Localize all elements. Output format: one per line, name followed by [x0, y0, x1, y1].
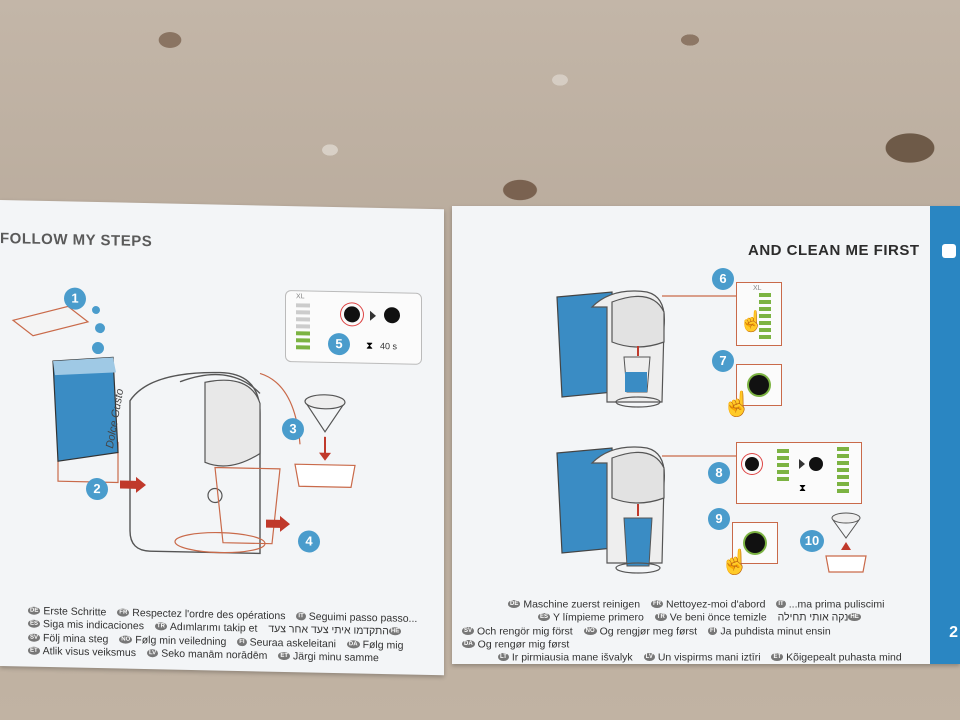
- page-heading: FOLLOW MY STEPS: [0, 230, 153, 251]
- hourglass-icon: ⧗: [799, 483, 807, 494]
- manual-right-page: 2 AND CLEAN ME FIRST 6 XL ☝ 7: [452, 206, 960, 664]
- level-bars-icon: [296, 303, 310, 350]
- page-heading: AND CLEAN ME FIRST: [748, 242, 920, 259]
- strip-tab-icon: [942, 244, 956, 258]
- size-label: XL: [753, 285, 762, 292]
- start-button-icon: [344, 306, 360, 323]
- display-panel: XL ⧗ 40 s: [285, 289, 422, 365]
- coffee-machine-illustration: [120, 371, 301, 555]
- step-7-badge: 7: [712, 350, 734, 372]
- display-panel: XL ☝: [736, 282, 782, 346]
- coffee-machine-illustration: [556, 446, 665, 574]
- connector-lines: [662, 295, 742, 457]
- step-2-badge: 2: [86, 477, 108, 501]
- step-9-badge: 9: [708, 508, 730, 530]
- lang-entry: IT...ma prima puliscimi: [776, 598, 885, 611]
- display-panel: ⧗: [736, 442, 862, 504]
- size-label: XL: [296, 293, 305, 301]
- step-4-badge: 4: [298, 530, 320, 553]
- step-8-badge: 8: [708, 462, 730, 484]
- manual-left-page: FOLLOW MY STEPS 1 2 Dolce Gusto 4 3: [0, 200, 444, 676]
- start-button-lit-icon: [384, 307, 400, 324]
- step-5-badge: 5: [328, 332, 350, 356]
- step-3-badge: 3: [282, 417, 304, 441]
- capsule-illustration: [825, 512, 867, 573]
- button-panel: [732, 522, 778, 564]
- level-bars-icon: [759, 293, 771, 339]
- button-panel: [736, 364, 782, 406]
- arrow-icon: [370, 310, 376, 321]
- arrow-icon: [799, 459, 805, 469]
- start-button-icon: [745, 533, 765, 553]
- hand-icon: ☝: [739, 311, 764, 333]
- capsule-illustration: [294, 394, 356, 488]
- start-button-lit-icon: [809, 457, 823, 471]
- hourglass-icon: ⧗: [366, 340, 374, 352]
- coffee-machine-illustration: [556, 290, 665, 408]
- start-button-icon: [749, 375, 769, 395]
- step-10-badge: 10: [800, 530, 824, 552]
- page-edge-strip: 2: [930, 206, 960, 664]
- hand-icon: ☝: [722, 391, 752, 418]
- level-bars-icon: [777, 449, 789, 481]
- timer-label: 40 s: [380, 340, 398, 352]
- start-button-icon: [745, 457, 759, 471]
- glass-illustration: [214, 466, 290, 545]
- level-bars-icon: [837, 447, 849, 493]
- step-6-badge: 6: [712, 268, 734, 290]
- step-1-badge: 1: [64, 287, 86, 310]
- hand-icon: ☝: [720, 549, 750, 576]
- page-number: 2: [949, 624, 958, 641]
- water-tank-illustration: [11, 305, 119, 484]
